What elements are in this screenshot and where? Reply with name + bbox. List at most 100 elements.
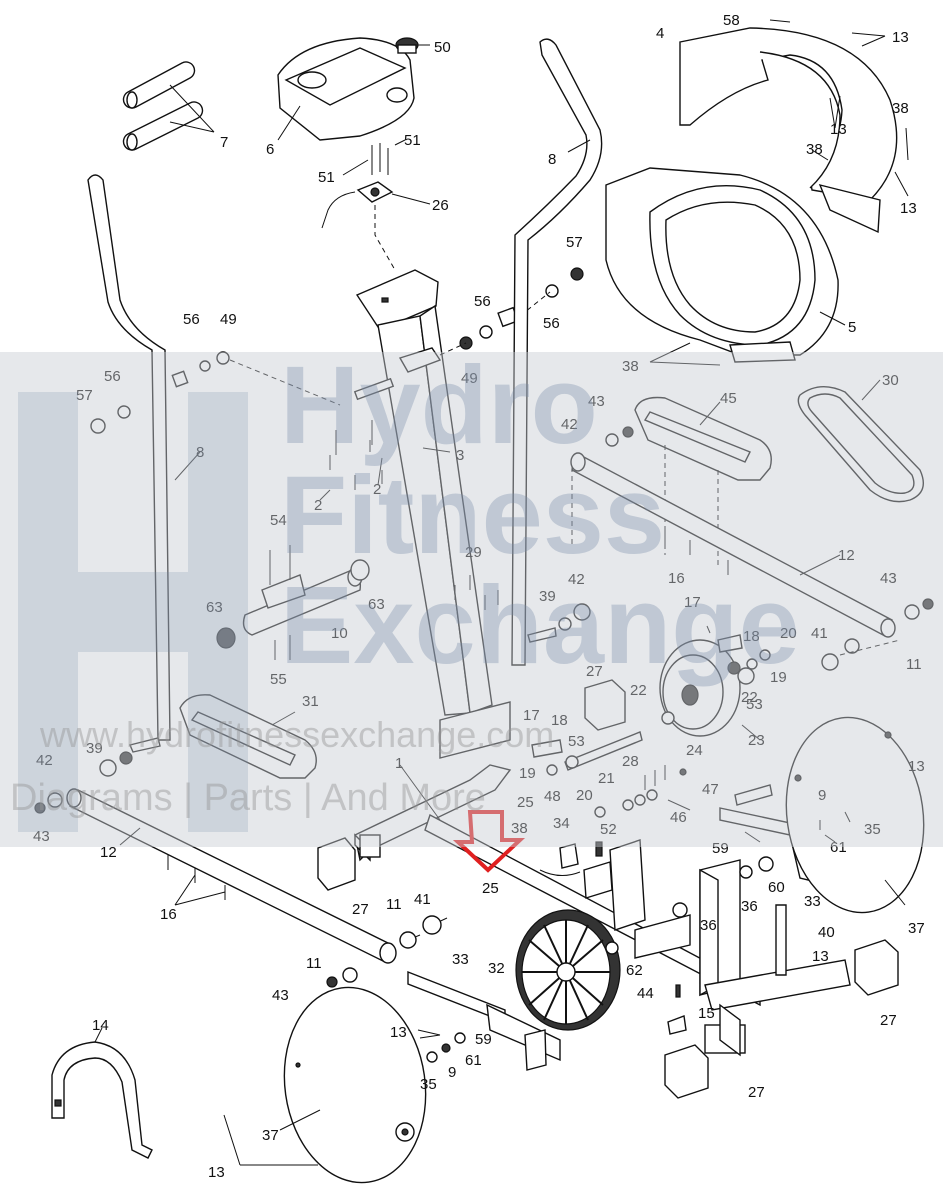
part-label-l22a: 22 [630,682,647,699]
part-12-left-pedal-arm [34,737,448,988]
part-label-l48: 48 [544,788,561,805]
part-37-right-disc [785,716,925,914]
part-16-bolts-right [664,530,729,575]
part-label-l46: 46 [670,809,687,826]
part-label-l54: 54 [270,512,287,529]
part-label-l2b: 2 [373,481,381,498]
part-label-l8a: 8 [196,444,204,461]
part-45-right-pedal [571,396,772,565]
part-label-l9a: 9 [818,787,826,804]
part-label-l31: 31 [302,693,319,710]
part-label-l9b: 9 [448,1064,456,1081]
part-label-l42b: 42 [568,571,585,588]
part-label-l57b: 57 [76,387,93,404]
part-10-roller-axle [216,545,370,660]
parts-41-11-right [821,638,901,671]
part-label-l6: 6 [266,141,274,158]
part-label-l39b: 39 [86,740,103,757]
part-27-end-caps [317,679,899,1099]
part-label-l36b: 36 [700,917,717,934]
part-label-l36a: 36 [741,898,758,915]
part-37-left-disc [223,986,427,1184]
part-label-l25a: 25 [517,794,534,811]
part-label-l62: 62 [626,962,643,979]
part-label-l45: 45 [720,390,737,407]
part-label-l61a: 61 [830,839,847,856]
part-label-l17b: 17 [523,707,540,724]
part-label-l20a: 20 [780,625,797,642]
part-label-l16b: 16 [160,906,177,923]
part-label-l13c: 13 [900,200,917,217]
part-label-l59b: 59 [475,1031,492,1048]
part-32-flywheel [515,909,621,1031]
part-label-l29: 29 [465,544,482,561]
part-label-l27d: 27 [748,1084,765,1101]
part-label-l63b: 63 [368,596,385,613]
part-label-l34: 34 [553,815,570,832]
part-label-l56b: 56 [543,315,560,332]
part-label-l12a: 12 [838,547,855,564]
part-label-l13e: 13 [812,948,829,965]
part-label-l41b: 41 [414,891,431,908]
part-label-l47: 47 [702,781,719,798]
part-label-l53b: 53 [568,733,585,750]
part-33-59-left-bracket [407,970,561,1071]
part-3-main-mast [355,269,511,759]
part-label-l38b: 38 [806,141,823,158]
part-label-l35b: 35 [420,1076,437,1093]
part-label-l4: 4 [656,25,664,42]
part-label-l53a: 53 [746,696,763,713]
pivot-hardware-right [439,267,584,356]
part-label-l40: 40 [818,924,835,941]
part-label-l42c: 42 [36,752,53,769]
part-7-hand-grips [122,61,215,151]
part-26-plate [321,139,431,229]
part-label-l49a: 49 [220,311,237,328]
part-label-l13a: 13 [892,29,909,46]
part-8-right-arm [511,38,603,666]
part-21-crank-axle [531,625,771,776]
part-label-l42a: 42 [561,416,578,433]
part-label-l32: 32 [488,960,505,977]
part-label-l44: 44 [637,985,654,1002]
part-label-l30: 30 [882,372,899,389]
part-label-l27c: 27 [880,1012,897,1029]
part-label-l17a: 17 [684,594,701,611]
part-label-l19a: 19 [770,669,787,686]
part-label-l52: 52 [600,821,617,838]
part-label-l49b: 49 [461,370,478,387]
tension-hardware [594,765,691,818]
part-label-l37b: 37 [262,1127,279,1144]
highlight-arrow-part-25 [452,810,526,873]
part-label-l55: 55 [270,671,287,688]
part-5-front-shroud [605,167,846,366]
part-label-l16a: 16 [668,570,685,587]
part-label-l15: 15 [698,1005,715,1022]
part-label-l25b: 25 [482,880,499,897]
part-label-l59a: 59 [712,840,729,857]
part-label-l43d: 43 [272,987,289,1004]
part-1-main-frame [354,764,851,1057]
part-2-bolts [319,347,442,501]
part-label-l39a: 39 [539,588,556,605]
part-label-l33b: 33 [452,951,469,968]
part-label-l13b: 13 [830,121,847,138]
part-label-l13g: 13 [208,1164,225,1181]
part-label-l21: 21 [598,770,615,787]
part-label-l26: 26 [432,197,449,214]
part-label-l13d: 13 [908,758,925,775]
part-label-l22b: 22 [741,689,758,706]
part-label-l18a: 18 [743,628,760,645]
part-label-l19b: 19 [519,765,536,782]
part-label-l20b: 20 [576,787,593,804]
part-label-l37a: 37 [908,920,925,937]
part-label-l60: 60 [768,879,785,896]
part-label-l2a: 2 [314,497,322,514]
part-label-l1: 1 [395,755,403,772]
parts-39-42-mast [527,603,591,643]
part-label-l56c: 56 [104,368,121,385]
part-label-l58: 58 [723,12,740,29]
part-label-l13f: 13 [390,1024,407,1041]
